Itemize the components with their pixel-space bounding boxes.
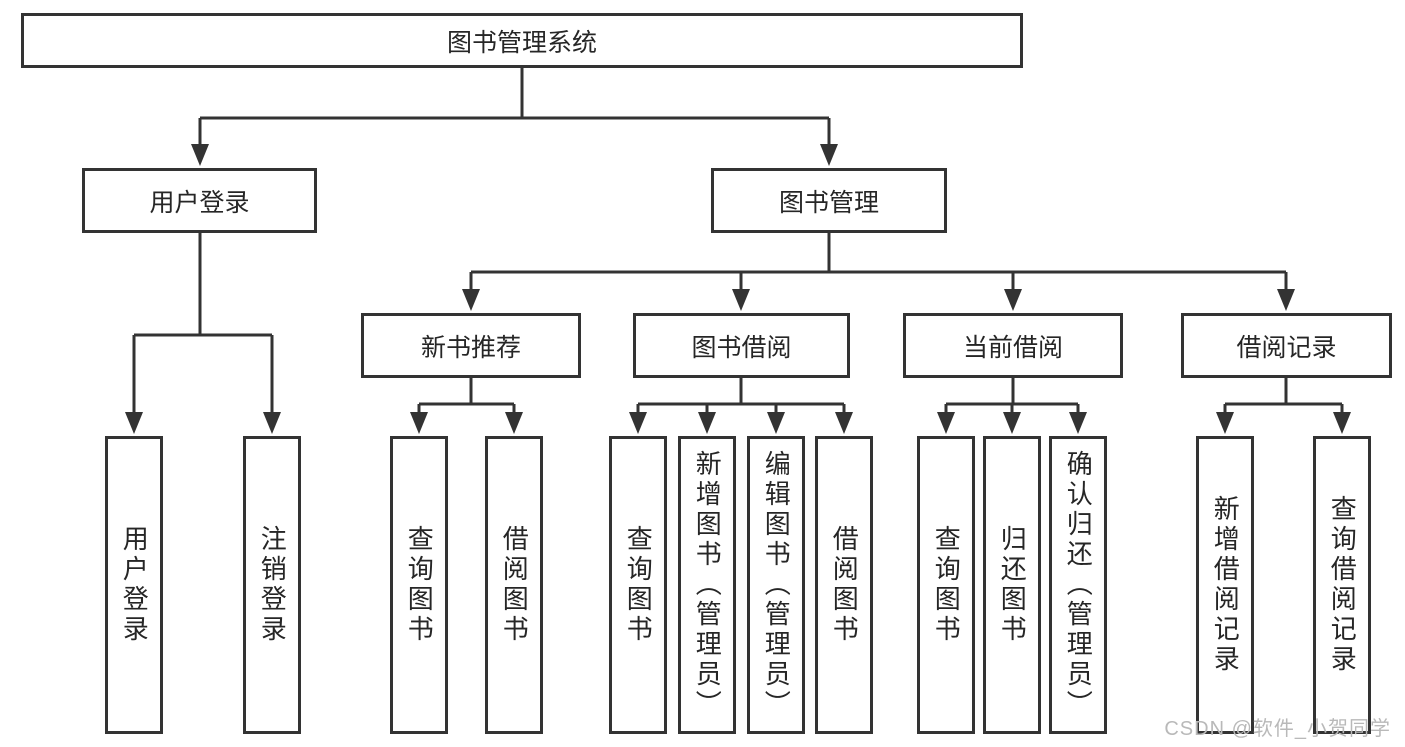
node-label: 借阅图书 <box>829 525 860 645</box>
node-book-management: 图书管理 <box>711 168 947 233</box>
leaf-add-borrow-record: 新增借阅记录 <box>1196 436 1254 734</box>
leaf-add-books-admin: 新增图书（管理员） <box>678 436 736 734</box>
connector-new-book-recommend-group <box>417 378 516 414</box>
leaf-edit-books-admin: 编辑图书（管理员） <box>747 436 805 734</box>
arrow-icon <box>462 289 480 311</box>
arrow-icon <box>1004 289 1022 311</box>
node-label: 当前借阅 <box>962 333 1063 362</box>
connector-book-borrowing-group <box>636 378 846 414</box>
arrow-icon <box>505 412 523 434</box>
leaf-query-borrow-record: 查询借阅记录 <box>1313 436 1371 734</box>
node-current-borrowing: 当前借阅 <box>903 313 1123 378</box>
connector-book-management <box>469 233 1288 291</box>
node-label: 注销登录 <box>257 525 288 645</box>
node-library-management-system: 图书管理系统 <box>21 13 1023 68</box>
leaf-borrow-books: 借阅图书 <box>815 436 873 734</box>
arrow-icon <box>191 144 209 166</box>
leaf-query-books-recommend: 查询图书 <box>390 436 448 734</box>
leaf-query-books-borrowing: 查询图书 <box>609 436 667 734</box>
connector-current-borrowing-group <box>944 378 1080 414</box>
arrow-icon <box>1277 289 1295 311</box>
node-label: 新书推荐 <box>420 333 521 362</box>
connector-root <box>198 68 831 146</box>
node-label: 查询图书 <box>931 525 962 645</box>
node-user-login: 用户登录 <box>82 168 317 233</box>
leaf-query-books-current: 查询图书 <box>917 436 975 734</box>
csdn-watermark: CSDN @软件_小贺同学 <box>1164 718 1391 740</box>
arrow-icon <box>732 289 750 311</box>
connector-borrowing-records-group <box>1223 378 1344 414</box>
connector-user-login-group <box>132 233 274 414</box>
node-label: 查询图书 <box>404 525 435 645</box>
node-label: 查询借阅记录 <box>1327 495 1358 675</box>
arrow-icon <box>629 412 647 434</box>
arrow-icon <box>835 412 853 434</box>
node-label: 确认归还（管理员） <box>1063 450 1094 720</box>
leaf-return-books: 归还图书 <box>983 436 1041 734</box>
node-label: 查询图书 <box>623 525 654 645</box>
leaf-borrow-books-recommend: 借阅图书 <box>485 436 543 734</box>
node-label: 借阅图书 <box>499 525 530 645</box>
node-label: 图书借阅 <box>691 333 792 362</box>
arrow-icon <box>937 412 955 434</box>
node-label: 归还图书 <box>997 525 1028 645</box>
node-borrowing-records: 借阅记录 <box>1181 313 1392 378</box>
arrow-icon <box>1069 412 1087 434</box>
arrow-icon <box>263 412 281 434</box>
node-book-borrowing: 图书借阅 <box>633 313 850 378</box>
arrow-icon <box>698 412 716 434</box>
node-label: 编辑图书（管理员） <box>761 450 792 720</box>
node-label: 图书管理系统 <box>446 28 597 57</box>
node-label: 图书管理 <box>778 188 879 217</box>
node-label: 用户登录 <box>149 188 250 217</box>
node-label: 借阅记录 <box>1236 333 1337 362</box>
arrow-icon <box>767 412 785 434</box>
node-label: 用户登录 <box>119 525 150 645</box>
arrow-icon <box>125 412 143 434</box>
node-new-book-recommend: 新书推荐 <box>361 313 581 378</box>
leaf-user-login: 用户登录 <box>105 436 163 734</box>
node-label: 新增图书（管理员） <box>692 450 723 720</box>
arrow-icon <box>820 144 838 166</box>
leaf-logout-login: 注销登录 <box>243 436 301 734</box>
arrow-icon <box>410 412 428 434</box>
node-label: 新增借阅记录 <box>1210 495 1241 675</box>
leaf-confirm-return-admin: 确认归还（管理员） <box>1049 436 1107 734</box>
arrow-icon <box>1216 412 1234 434</box>
arrowheads <box>125 144 1351 434</box>
arrow-icon <box>1333 412 1351 434</box>
arrow-icon <box>1003 412 1021 434</box>
